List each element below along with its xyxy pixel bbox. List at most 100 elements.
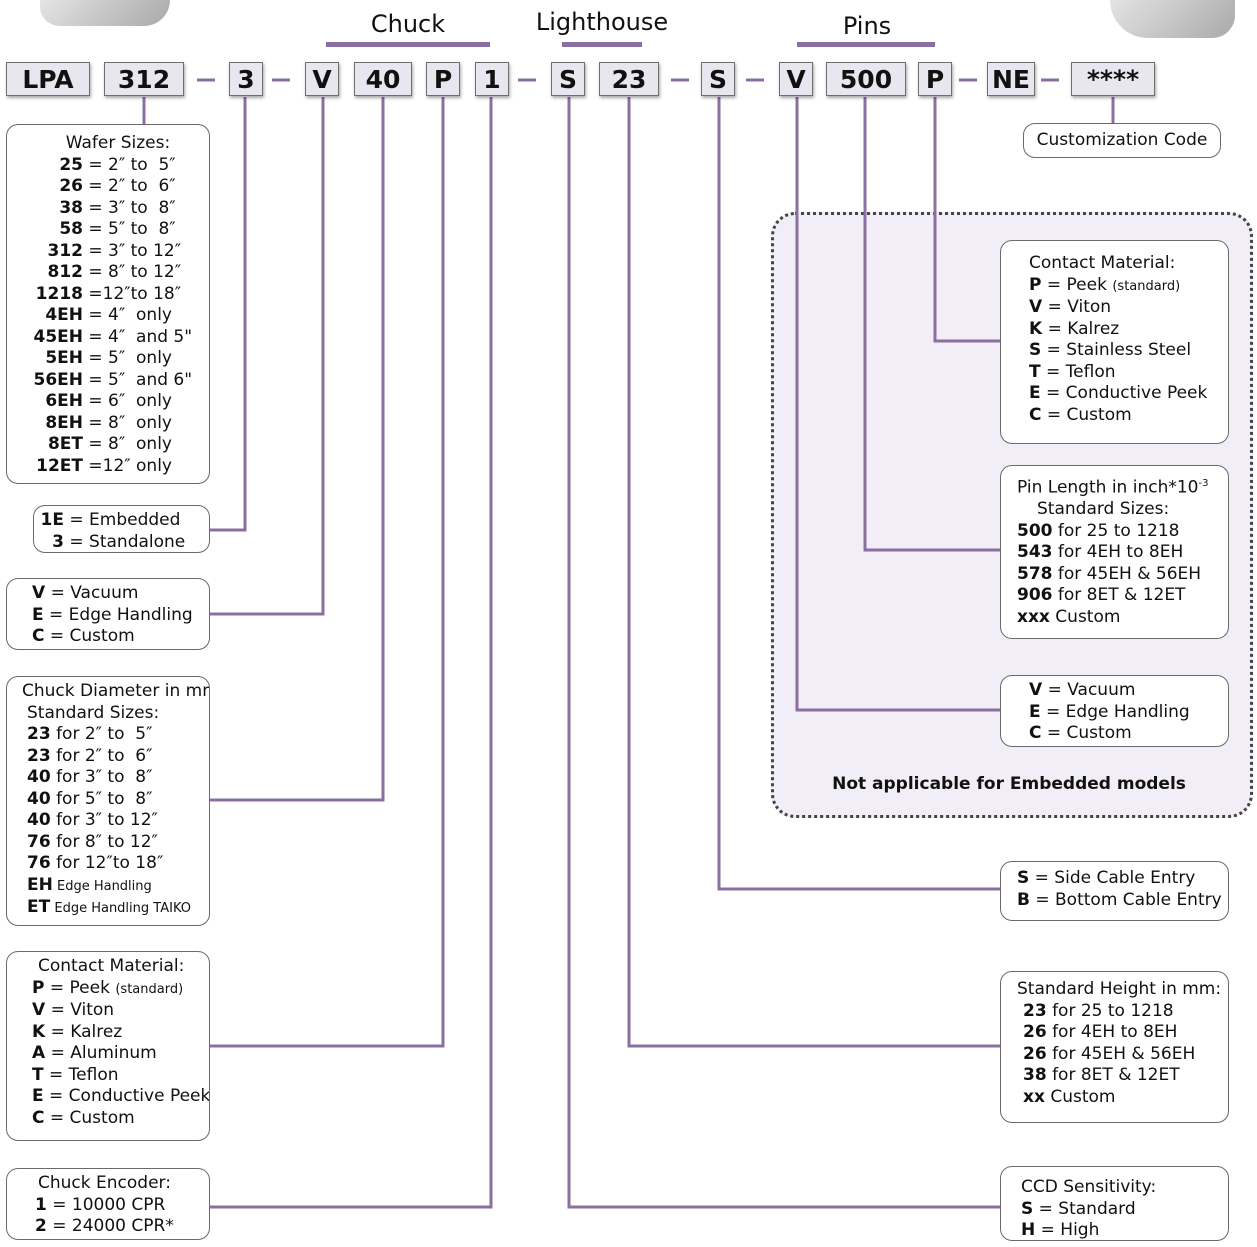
chuck-diameter-row: EH Edge Handling [27,875,209,898]
wafer-size-row: 1218 =12″to 18″ [7,284,209,306]
option-code: C [1029,404,1042,425]
option-code: 26 [1023,1022,1047,1042]
option-description: = Side Cable Entry [1029,868,1196,888]
pin-length-title-sup: -3 [1198,478,1209,489]
pins-header: Pins [842,12,892,40]
option-description: =12″ only [83,455,172,476]
wafer-size-row: 8EH = 8″ only [7,413,209,435]
option-code: K [32,1021,46,1042]
option-description: for 4EH to 8EH [1046,1022,1178,1042]
cable-entry-row: B = Bottom Cable Entry [1017,890,1228,912]
pin-type-row: V = Vacuum [1029,680,1228,702]
pin-length-row: 500 for 25 to 1218 [1017,521,1228,543]
option-description: =12″to 18″ [83,283,182,304]
chuck-diameter-title: Chuck Diameter in mm [22,681,210,701]
option-code: 76 [27,831,51,852]
option-code: C [32,626,45,646]
pin-contact-row: V = Viton [1029,297,1228,319]
option-description: Custom [1044,1086,1116,1107]
product-image-right [1110,0,1235,38]
option-description: for 8ET & 12ET [1046,1065,1180,1085]
option-description: for 8ET & 12ET [1052,585,1186,606]
option-description: = Edge Handling [43,604,193,625]
encoder-row: 2 = 24000 CPR* [35,1216,209,1238]
lighthouse-header-bar [562,42,642,47]
option-code: E [32,1086,44,1106]
chuck-type-row: E = Edge Handling [32,605,209,627]
option-description: = 3″ to 12″ [83,240,182,261]
option-code: ET [27,897,51,917]
chuck-contact-row: E = Conductive Peek [32,1086,209,1108]
option-code: 8EH [45,412,83,433]
option-description: Custom [1049,606,1121,627]
code-box-ccd: S [551,62,585,96]
code-box-chuck-contact: P [426,62,460,96]
option-description: = Standard [1033,1198,1136,1219]
option-description: for 2″ to 5″ [50,724,153,744]
code-box-pin-length: 500 [826,62,906,96]
option-code: 26 [1023,1043,1047,1064]
code-box-series: LPA [6,62,90,96]
option-code: 1 [35,1194,47,1215]
option-description: = 10000 CPR [46,1194,166,1215]
option-description: = Bottom Cable Entry [1029,889,1222,910]
option-code: 1E [40,510,64,530]
option-description: for 2″ to 6″ [50,745,153,766]
option-code: 38 [1023,1065,1047,1085]
ccd-row: S = Standard [1021,1199,1228,1221]
pin-contact-box: Contact Material: P = Peek (standard)V =… [1000,240,1229,444]
option-description: = Teflon [43,1064,119,1085]
option-description: for 3″ to 8″ [50,767,153,787]
code-box-encoder: 1 [475,62,509,96]
option-code: 45EH [33,326,84,347]
option-code: 23 [27,745,51,766]
option-code: P [32,977,45,998]
wafer-size-row: 25 = 2″ to 5″ [7,155,209,177]
option-code: 26 [59,176,83,196]
chuck-diameter-row: 23 for 2″ to 6″ [27,746,209,768]
code-box-height: 23 [599,62,659,96]
option-description: = 6″ only [83,391,172,411]
chuck-diameter-row: 76 for 12″to 18″ [27,853,209,875]
option-code: EH [27,874,53,895]
option-code: S [1029,340,1042,360]
height-row: 26 for 4EH to 8EH [1023,1022,1228,1044]
option-description: = Teflon [1040,361,1116,382]
option-description: = Peek [1041,274,1113,295]
option-note: (standard) [1112,278,1181,294]
option-description: = Custom [1041,723,1132,743]
ccd-row: H = High [1021,1220,1228,1240]
pin-length-title: Pin Length in inch*10-3 [1017,473,1228,499]
height-row: 38 for 8ET & 12ET [1023,1065,1228,1087]
option-code: V [32,583,46,603]
pin-length-row: 578 for 45EH & 56EH [1017,564,1228,586]
wafer-sizes-title: Wafer Sizes: [65,133,171,153]
chuck-header: Chuck [370,10,446,38]
option-description: = Kalrez [1042,318,1120,339]
pins-header-bar [797,42,935,47]
option-description: Edge Handling TAIKO [50,901,191,916]
chuck-contact-row: P = Peek (standard) [32,978,209,1001]
option-code: 76 [27,853,51,873]
option-code: E [1029,383,1041,403]
option-code: 5EH [45,348,83,368]
code-box-chuck-diameter: 40 [354,62,412,96]
option-description: for 25 to 1218 [1046,1000,1174,1021]
code-box-customization: **** [1071,62,1155,96]
embedded-row: 1E = Embedded [34,510,209,532]
option-description: = Custom [44,626,135,646]
lighthouse-header: Lighthouse [535,8,669,36]
option-code: 1218 [35,283,83,304]
option-description: for 45EH & 56EH [1052,563,1202,584]
chuck-header-bar [326,42,490,47]
wafer-size-row: 56EH = 5″ and 6" [7,370,209,392]
option-code: B [1017,889,1030,910]
option-description: = Vacuum [45,583,139,603]
wafer-sizes-box: Wafer Sizes: 25 = 2″ to 5″26 = 2″ to 6″3… [6,124,210,484]
option-description: = 4″ and 5" [83,326,193,347]
code-box-wafer-size: 312 [104,62,184,96]
height-row: xx Custom [1023,1087,1228,1109]
